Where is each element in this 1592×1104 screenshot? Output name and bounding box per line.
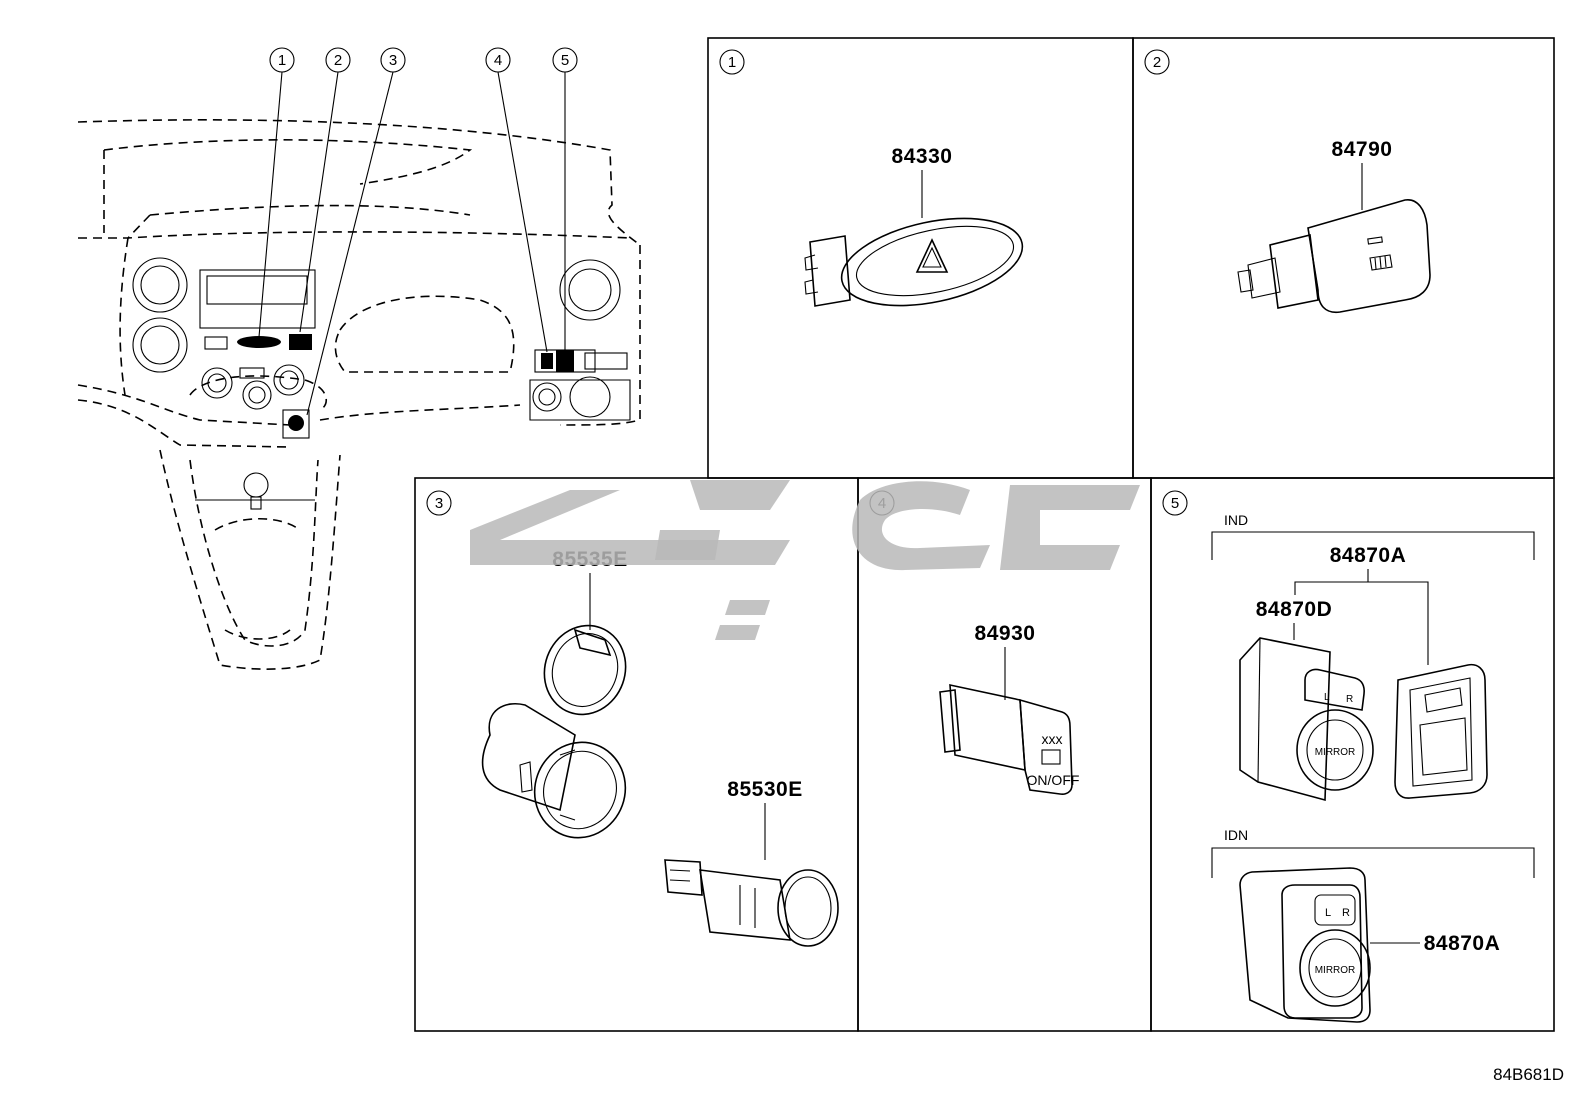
mirror-switch-ind-drawing: MIRROR L R bbox=[1239, 637, 1488, 802]
overview-callout-1[interactable]: 1 bbox=[269, 47, 295, 73]
svg-text:2: 2 bbox=[334, 52, 342, 69]
mirror-r-ind: R bbox=[1346, 694, 1353, 705]
part-84870D[interactable]: 84870D bbox=[1256, 598, 1333, 621]
mirror-r-idn: R bbox=[1342, 907, 1350, 919]
panel-4: 4 84930 xxx ON/OFF bbox=[869, 490, 1080, 795]
svg-text:1: 1 bbox=[278, 52, 286, 69]
mirror-switch-idn-drawing: L R MIRROR bbox=[1239, 867, 1371, 1023]
panel-3-label: 3 bbox=[435, 495, 443, 512]
overview-callout-3[interactable]: 3 bbox=[380, 47, 406, 73]
hazard-switch-drawing bbox=[804, 217, 1024, 307]
variant-ind-label: IND bbox=[1224, 512, 1248, 528]
variant-idn-label: IDN bbox=[1224, 827, 1248, 843]
panel-1-label: 1 bbox=[728, 54, 736, 71]
mirror-knob-idn bbox=[1299, 929, 1371, 1007]
mirror-knob-ind-label: MIRROR bbox=[1315, 747, 1356, 758]
part-84330[interactable]: 84330 bbox=[892, 145, 953, 168]
part-84870A-idn[interactable]: 84870A bbox=[1424, 932, 1501, 955]
hazard-switch-marker bbox=[237, 336, 281, 348]
power-outlet-marker bbox=[288, 415, 304, 431]
switch-bottom-icon-text: ON/OFF bbox=[1027, 772, 1080, 788]
svg-text:4: 4 bbox=[494, 52, 502, 69]
mirror-knob-idn-label: MIRROR bbox=[1315, 965, 1356, 976]
overview-callout-2[interactable]: 2 bbox=[325, 47, 351, 73]
dashboard-overview: 1 2 3 4 5 bbox=[77, 47, 641, 670]
switch-5-marker bbox=[556, 350, 574, 372]
part-85530E[interactable]: 85530E bbox=[727, 778, 802, 801]
power-outlet-socket-drawing bbox=[481, 624, 627, 839]
overview-callout-4[interactable]: 4 bbox=[485, 47, 511, 73]
panel-2: 2 84790 bbox=[1144, 49, 1431, 314]
defogger-switch-marker bbox=[289, 334, 312, 350]
mirror-knob-ind bbox=[1296, 709, 1374, 791]
drawing-code: 84B681D bbox=[1493, 1065, 1564, 1084]
mirror-lr-idn bbox=[1314, 894, 1356, 926]
part-84870A-ind[interactable]: 84870A bbox=[1330, 544, 1407, 567]
panel-frames bbox=[414, 37, 1555, 1032]
mirror-l-ind: L bbox=[1324, 692, 1330, 703]
svg-text:3: 3 bbox=[389, 52, 397, 69]
panel-5: 5 IND 84870A 84870D MIRROR L R IDN bbox=[1162, 490, 1535, 1023]
panel-5-label: 5 bbox=[1171, 495, 1179, 512]
defogger-switch-drawing bbox=[1237, 199, 1431, 314]
switch-84930-drawing: xxx ON/OFF bbox=[939, 683, 1080, 795]
cigarette-lighter-drawing bbox=[664, 859, 839, 947]
switch-4-marker bbox=[541, 353, 553, 369]
part-84790[interactable]: 84790 bbox=[1332, 138, 1393, 161]
switch-top-icon-text: xxx bbox=[1042, 731, 1063, 747]
svg-text:5: 5 bbox=[561, 52, 569, 69]
panel-1: 1 84330 bbox=[719, 49, 1024, 307]
panel-2-label: 2 bbox=[1153, 54, 1161, 71]
mirror-l-idn: L bbox=[1325, 907, 1331, 919]
watermark-logo bbox=[470, 480, 1140, 640]
part-84930[interactable]: 84930 bbox=[975, 622, 1036, 645]
overview-callout-5[interactable]: 5 bbox=[552, 47, 578, 73]
